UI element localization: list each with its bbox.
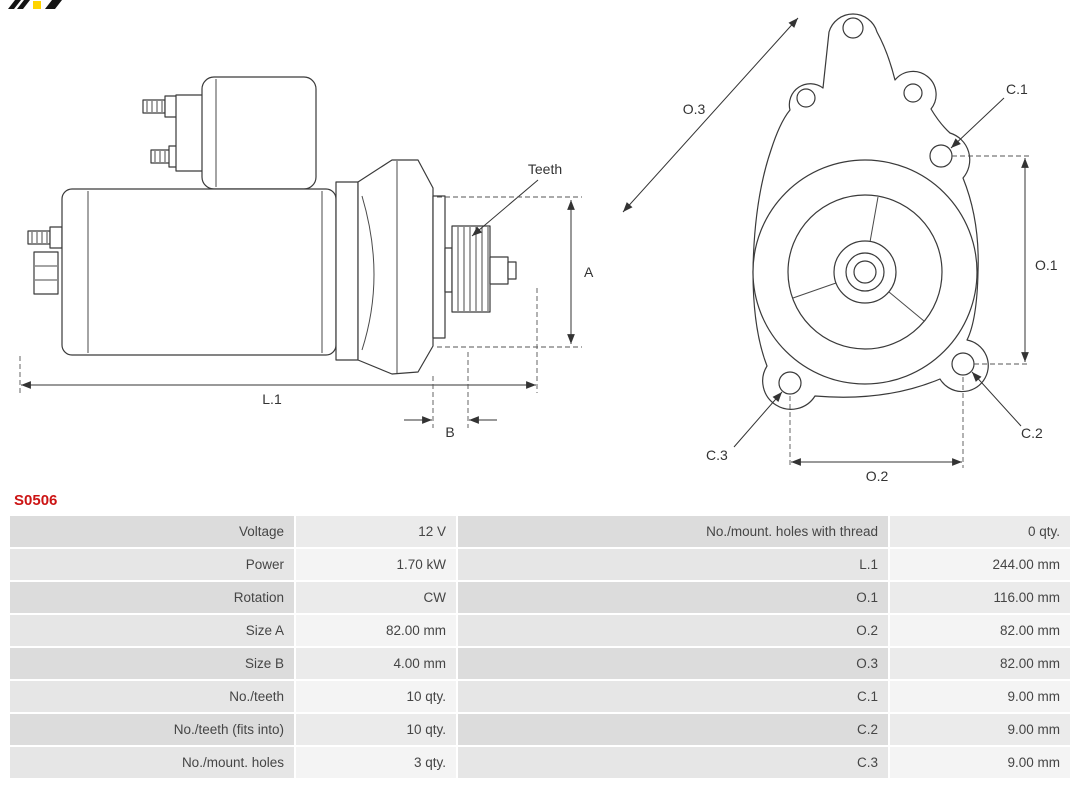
shaft-nose bbox=[489, 256, 509, 285]
callout-c1: C.1 bbox=[950, 81, 1028, 149]
part-number: S0506 bbox=[14, 492, 58, 509]
spec-value-left: 10 qty. bbox=[296, 714, 456, 745]
spec-value-right: 116.00 mm bbox=[890, 582, 1070, 613]
spec-label-left: Power bbox=[10, 549, 294, 580]
motor-body bbox=[61, 188, 337, 356]
spec-value-right: 82.00 mm bbox=[890, 648, 1070, 679]
collar bbox=[335, 181, 359, 361]
spec-label-left: Size B bbox=[10, 648, 294, 679]
spec-label-right: No./mount. holes with thread bbox=[458, 516, 888, 547]
spec-label-left: No./mount. holes bbox=[10, 747, 294, 778]
dimension-a: A bbox=[437, 196, 594, 348]
table-row: Size B 4.00 mm O.3 82.00 mm bbox=[10, 648, 1070, 679]
spec-label-right: C.2 bbox=[458, 714, 888, 745]
table-row: No./mount. holes 3 qty. C.3 9.00 mm bbox=[10, 747, 1070, 778]
shoulder-hole bbox=[796, 88, 816, 108]
bearing-plate bbox=[432, 195, 446, 339]
spec-value-right: 82.00 mm bbox=[890, 615, 1070, 646]
dimension-o2: O.2 bbox=[789, 377, 964, 484]
solenoid bbox=[201, 76, 317, 190]
body-terminal-stud bbox=[27, 226, 63, 249]
spec-value-left: 3 qty. bbox=[296, 747, 456, 778]
dimension-o2-label: O.2 bbox=[866, 468, 889, 484]
spec-table: Voltage 12 V No./mount. holes with threa… bbox=[8, 514, 1072, 780]
top-hole bbox=[842, 17, 864, 39]
spec-value-right: 0 qty. bbox=[890, 516, 1070, 547]
spec-value-left: 12 V bbox=[296, 516, 456, 547]
spec-label-left: Size A bbox=[10, 615, 294, 646]
spec-label-right: C.1 bbox=[458, 681, 888, 712]
technical-drawing: Teeth A L.1 B bbox=[19, 13, 1058, 484]
spec-label-left: Voltage bbox=[10, 516, 294, 547]
dimension-a-label: A bbox=[584, 264, 594, 280]
logo-accent bbox=[33, 1, 41, 9]
pinion-gear bbox=[451, 225, 491, 313]
spec-table-body: Voltage 12 V No./mount. holes with threa… bbox=[10, 516, 1070, 778]
dimension-o3-label: O.3 bbox=[683, 101, 706, 117]
spec-label-left: No./teeth (fits into) bbox=[10, 714, 294, 745]
mounting-hole-c3 bbox=[778, 371, 802, 395]
starter-side-view: Teeth A L.1 B bbox=[19, 76, 594, 440]
spec-value-right: 9.00 mm bbox=[890, 747, 1070, 778]
teeth-label: Teeth bbox=[528, 161, 562, 177]
brand-logo bbox=[8, 0, 62, 9]
table-row: No./teeth 10 qty. C.1 9.00 mm bbox=[10, 681, 1070, 712]
spec-value-right: 9.00 mm bbox=[890, 681, 1070, 712]
spec-label-left: No./teeth bbox=[10, 681, 294, 712]
pinion-shaft bbox=[444, 247, 453, 293]
table-row: Power 1.70 kW L.1 244.00 mm bbox=[10, 549, 1070, 580]
dimension-l1-label: L.1 bbox=[262, 391, 282, 407]
dimension-b: B bbox=[404, 352, 497, 440]
solenoid-terminal-stud bbox=[142, 95, 179, 118]
drive-end-housing bbox=[357, 159, 434, 375]
table-row: Voltage 12 V No./mount. holes with threa… bbox=[10, 516, 1070, 547]
body-connector-block bbox=[33, 251, 59, 295]
solenoid-end-cap bbox=[175, 94, 205, 172]
spec-value-left: 82.00 mm bbox=[296, 615, 456, 646]
table-row: Size A 82.00 mm O.2 82.00 mm bbox=[10, 615, 1070, 646]
table-row: No./teeth (fits into) 10 qty. C.2 9.00 m… bbox=[10, 714, 1070, 745]
dimension-o1-label: O.1 bbox=[1035, 257, 1058, 273]
shaft-hole bbox=[853, 260, 877, 284]
spec-label-right: L.1 bbox=[458, 549, 888, 580]
spec-value-right: 9.00 mm bbox=[890, 714, 1070, 745]
callout-c3: C.3 bbox=[706, 391, 783, 463]
shoulder-hole bbox=[903, 83, 923, 103]
logo-shape bbox=[45, 0, 62, 9]
logo-shape bbox=[17, 0, 30, 9]
dimension-o3: O.3 bbox=[622, 17, 799, 213]
mounting-hole-c2 bbox=[951, 352, 975, 376]
dimension-l1: L.1 bbox=[19, 288, 538, 407]
spec-value-right: 244.00 mm bbox=[890, 549, 1070, 580]
spec-value-left: 10 qty. bbox=[296, 681, 456, 712]
logo-shape bbox=[8, 0, 21, 9]
spec-label-right: O.2 bbox=[458, 615, 888, 646]
spec-value-left: CW bbox=[296, 582, 456, 613]
spec-label-right: O.3 bbox=[458, 648, 888, 679]
callout-c3-label: C.3 bbox=[706, 447, 728, 463]
callout-c2-label: C.2 bbox=[1021, 425, 1043, 441]
spec-label-right: O.1 bbox=[458, 582, 888, 613]
dimension-o1: O.1 bbox=[952, 155, 1058, 365]
callout-c1-label: C.1 bbox=[1006, 81, 1028, 97]
spec-value-left: 1.70 kW bbox=[296, 549, 456, 580]
spec-value-left: 4.00 mm bbox=[296, 648, 456, 679]
table-row: Rotation CW O.1 116.00 mm bbox=[10, 582, 1070, 613]
shaft-tip bbox=[507, 261, 517, 280]
teeth-callout: Teeth bbox=[471, 161, 562, 237]
spec-label-right: C.3 bbox=[458, 747, 888, 778]
callout-c2: C.2 bbox=[971, 371, 1043, 441]
mounting-hole-c1 bbox=[929, 144, 953, 168]
spec-label-left: Rotation bbox=[10, 582, 294, 613]
dimension-b-label: B bbox=[445, 424, 454, 440]
starter-front-view: O.3 C.1 O.1 C.2 C.3 bbox=[622, 13, 1058, 484]
